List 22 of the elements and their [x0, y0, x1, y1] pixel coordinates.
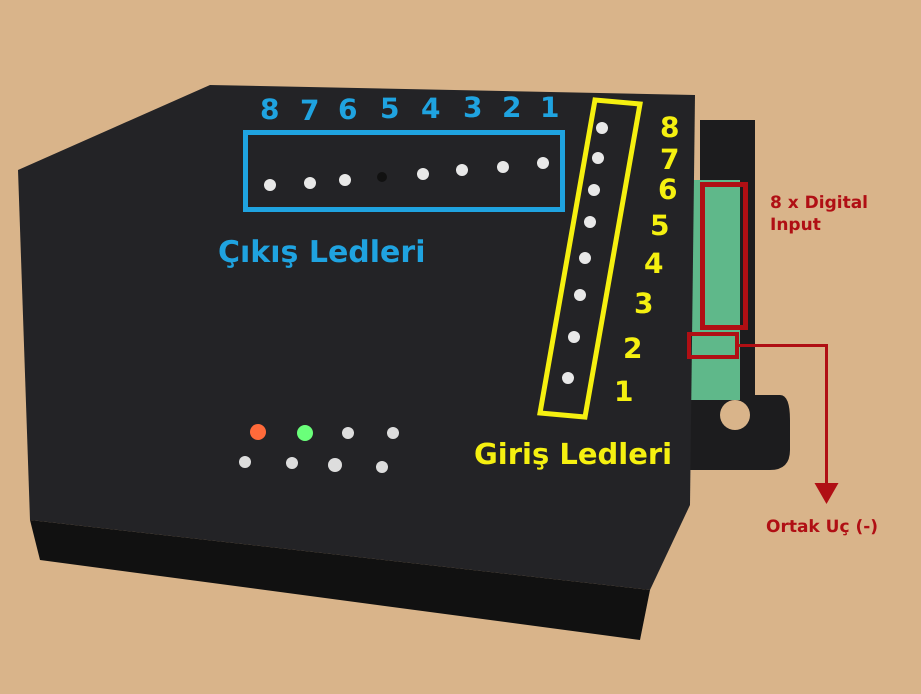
led-number: 3: [634, 290, 654, 318]
led-number: 1: [614, 378, 634, 406]
callout-label: Ortak Uç (-): [766, 519, 878, 536]
led-number: 6: [658, 176, 678, 204]
led-number: 5: [650, 212, 670, 240]
led-number: 4: [644, 250, 664, 278]
callout-label: 8 x Digital Input: [770, 192, 869, 236]
led-number: 5: [380, 95, 400, 123]
led-number: 7: [660, 146, 680, 174]
led-number: 8: [260, 96, 280, 124]
terminal-highlight-box: [687, 332, 739, 359]
led-number: 7: [300, 97, 320, 125]
led-number: 3: [463, 94, 482, 122]
arrow: [739, 344, 838, 504]
led-number: 6: [338, 96, 358, 124]
led-number: 2: [502, 94, 522, 122]
led-number: 4: [421, 95, 440, 123]
led-number: 1: [540, 94, 560, 122]
group-heading: Giriş Ledleri: [474, 440, 672, 469]
led-number: 2: [623, 335, 642, 363]
led-number: 8: [660, 114, 680, 142]
group-heading: Çıkış Ledleri: [218, 238, 426, 268]
